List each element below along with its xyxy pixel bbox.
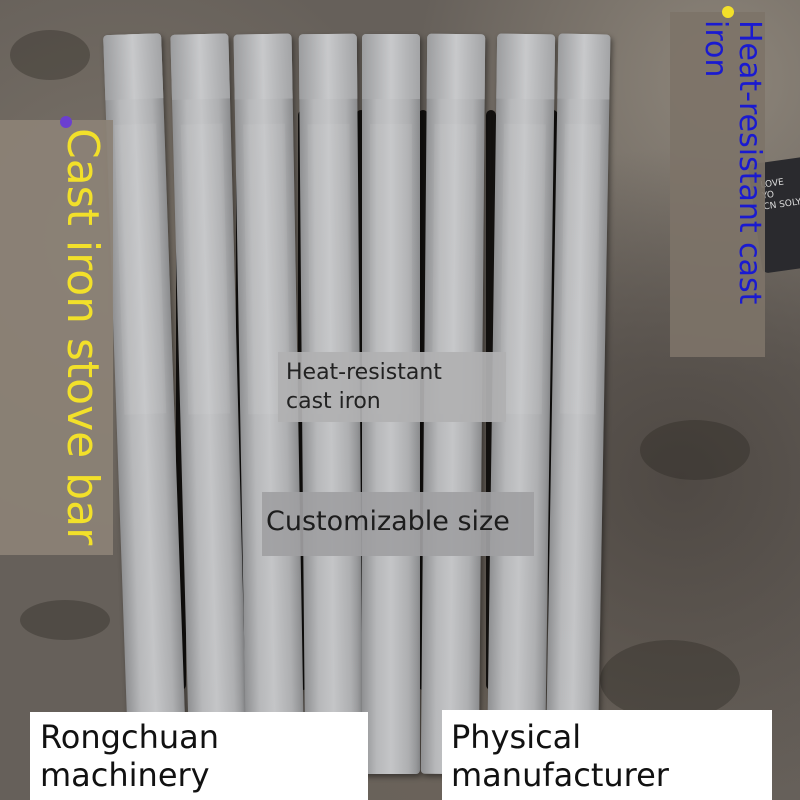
size-label-text: Customizable size <box>266 506 510 537</box>
right-label-panel <box>670 12 765 357</box>
right-vertical-title: Heat-resistant cast iron <box>698 20 767 305</box>
soil-patch <box>640 420 750 480</box>
soil-patch <box>10 30 90 80</box>
bottom-left-panel <box>30 712 368 800</box>
manufacturer-text: Physical manufacturer <box>451 718 669 794</box>
left-label-panel <box>0 120 113 555</box>
soil-patch <box>20 600 110 640</box>
left-vertical-title: Cast iron stove bar <box>57 128 108 546</box>
decor-dot <box>722 6 734 18</box>
center-label-panel <box>278 352 506 422</box>
soil-patch <box>600 640 740 720</box>
size-label-panel <box>262 492 534 556</box>
bottom-right-panel <box>442 710 772 800</box>
decor-dot <box>60 116 72 128</box>
center-label-text: Heat-resistant cast iron <box>286 360 442 414</box>
brand-text: Rongchuan machinery <box>40 718 220 794</box>
